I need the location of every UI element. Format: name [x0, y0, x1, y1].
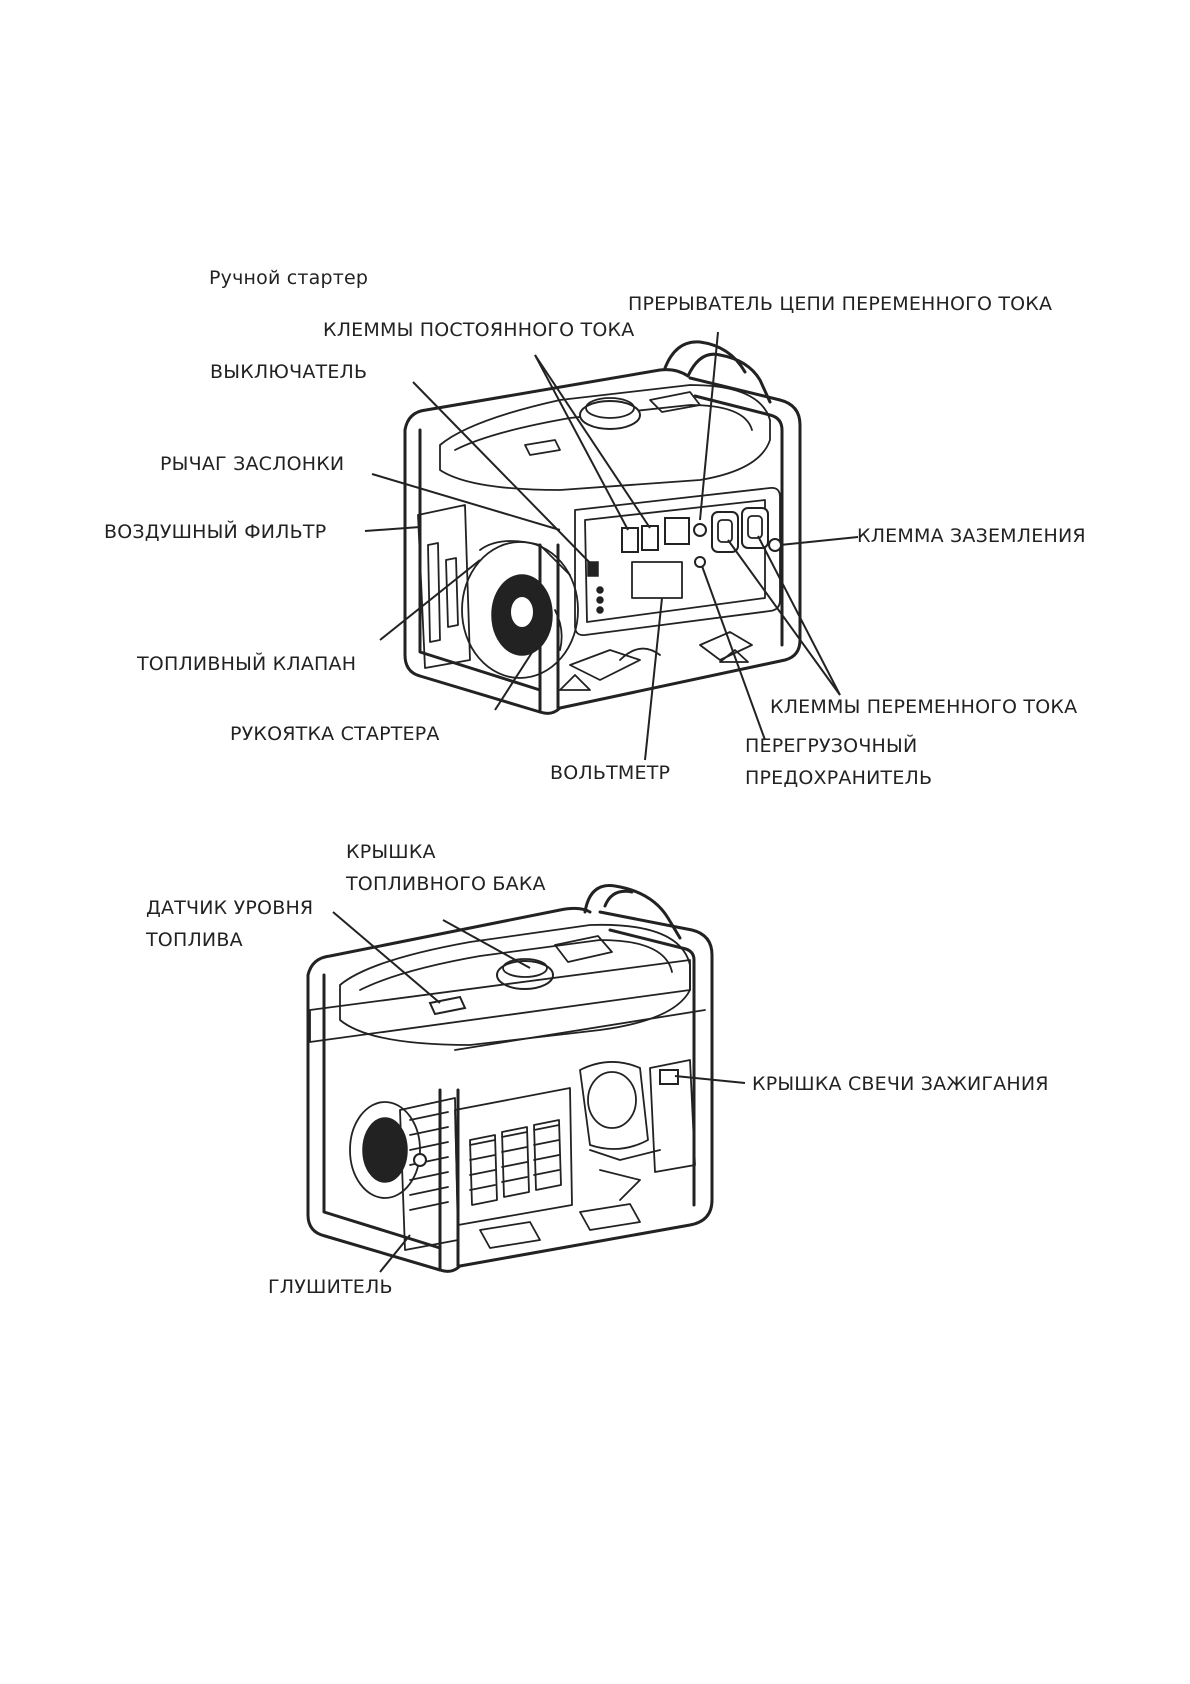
label-choke-lever: РЫЧАГ ЗАСЛОНКИ [160, 453, 345, 475]
fuel-tank [439, 384, 771, 491]
label-voltmeter: ВОЛЬТМЕТР [550, 762, 671, 784]
label-dc-terminals: КЛЕММЫ ПОСТОЯННОГО ТОКА [323, 319, 635, 341]
air-filter-box [417, 504, 471, 669]
muffler-body [399, 1097, 459, 1251]
engine-cylinder [579, 1061, 649, 1150]
label-ac-terminals: КЛЕММЫ ПЕРЕМЕННОГО ТОКА [770, 696, 1078, 718]
fuel-cap-top [579, 400, 641, 430]
panel-switch-box [664, 517, 690, 545]
rear-fuel-cap [496, 960, 554, 990]
ac-breaker-button [693, 523, 707, 537]
label-fuel-cap: КРЫШКА ТОПЛИВНОГО БАКА [346, 841, 546, 895]
frame-handle [686, 352, 772, 404]
alternator-housing [454, 1087, 573, 1226]
dc-terminal-1 [621, 527, 639, 553]
caption-manual-starter: Ручной стартер [209, 267, 369, 289]
rear-frame-left-post [306, 973, 462, 1273]
label-spark-plug-cap: КРЫШКА СВЕЧИ ЗАЖИГАНИЯ [752, 1073, 1049, 1095]
rear-fan-cover [349, 1101, 421, 1199]
rear-frame-handle [583, 884, 682, 940]
frame-left-post [403, 428, 562, 715]
label-switch: ВЫКЛЮЧАТЕЛЬ [210, 361, 368, 383]
overload-fuse-button [694, 556, 706, 568]
label-starter-handle: РУКОЯТКА СТАРТЕРА [230, 723, 440, 745]
label-overload-fuse: ПЕРЕГРУЗОЧНЫЙ ПРЕДОХРАНИТЕЛЬ [745, 735, 933, 789]
label-ground-terminal: КЛЕММА ЗАЗЕМЛЕНИЯ [857, 525, 1086, 547]
label-ac-breaker: ПРЕРЫВАТЕЛЬ ЦЕПИ ПЕРЕМЕННОГО ТОКА [628, 293, 1053, 315]
label-air-filter: ВОЗДУШНЫЙ ФИЛЬТР [104, 521, 327, 543]
engine-switch [587, 561, 599, 577]
label-muffler: ГЛУШИТЕЛЬ [268, 1276, 393, 1298]
voltmeter-window [631, 561, 683, 599]
label-fuel-valve: ТОПЛИВНЫЙ КЛАПАН [137, 653, 357, 675]
label-fuel-gauge: ДАТЧИК УРОВНЯ ТОПЛИВА [146, 897, 314, 951]
starter-handle-grip [554, 609, 563, 651]
dc-terminal-2 [641, 525, 659, 551]
